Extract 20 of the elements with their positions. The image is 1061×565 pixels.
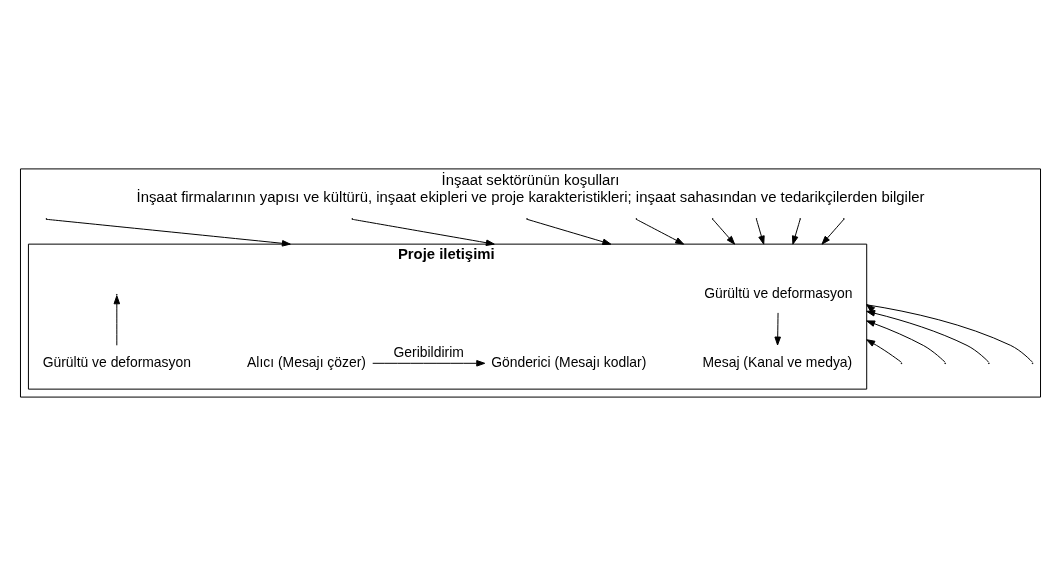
arrow (712, 218, 736, 245)
arrow (351, 218, 495, 246)
arrow (526, 218, 612, 245)
arrow (774, 311, 781, 345)
arrow (635, 218, 685, 245)
node-text: Alıcı (Mesajı çözer) (247, 353, 366, 370)
arrow (866, 319, 946, 363)
arrow (866, 338, 902, 363)
arrow (45, 218, 291, 247)
edge-label: Geribildirim (393, 343, 464, 360)
node-text: Gürültü ve deformasyon (704, 284, 853, 301)
arrow (372, 359, 486, 367)
arrow (821, 218, 845, 245)
node-text: Mesaj (Kanal ve medya) (702, 353, 853, 370)
node-text: Gürültü ve deformasyon (42, 353, 191, 370)
arrow (866, 303, 990, 363)
arrow (866, 303, 1033, 363)
node-text: Gönderici (Mesajı kodlar) (491, 353, 647, 370)
arrow (791, 218, 801, 245)
arrow (113, 294, 121, 346)
